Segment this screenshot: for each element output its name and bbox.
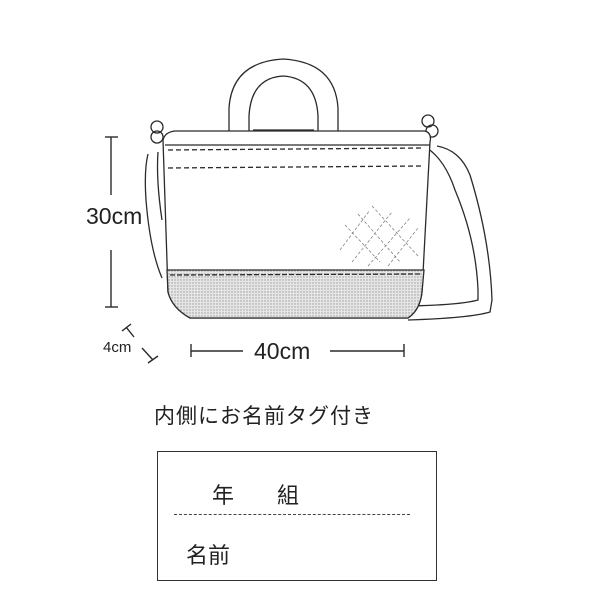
name-tag-caption: 内側にお名前タグ付き: [154, 404, 374, 428]
year-label: 年: [212, 484, 235, 509]
d-ring-left: [150, 120, 164, 144]
height-dimension-label: 30cm: [86, 203, 143, 229]
bottom-panel: [166, 269, 425, 319]
name-label: 名前: [186, 544, 231, 569]
class-label: 組: [277, 484, 300, 509]
shoulder-strap: [144, 145, 493, 321]
name-tag-box: 年 組 名前: [157, 451, 437, 581]
width-dimension-label: 40cm: [254, 338, 311, 364]
quilt-pattern: [339, 205, 419, 267]
handle-icon: [228, 58, 339, 144]
depth-dimension-label: 4cm: [103, 339, 132, 356]
grade-class-row: 年 組: [212, 478, 335, 510]
dashed-divider: [174, 514, 410, 515]
